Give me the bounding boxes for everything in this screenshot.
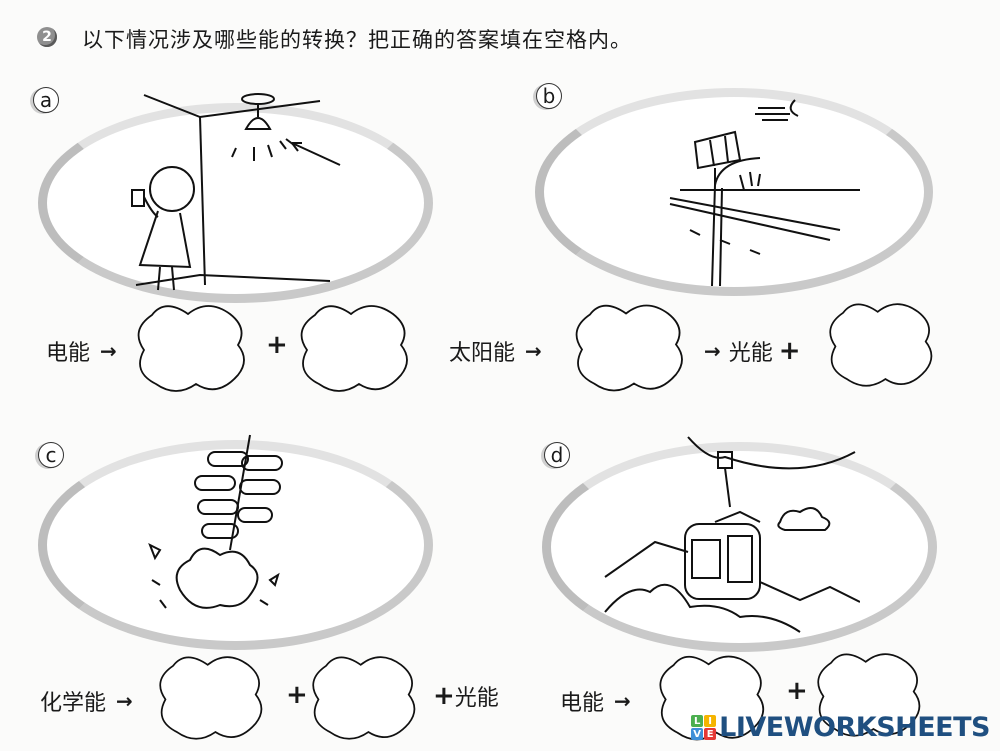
question-number-badge: 2 [37, 27, 57, 47]
brand-name: LIVEWORKSHEETS [719, 712, 990, 743]
panel-a-oval [38, 103, 433, 303]
energy-term-light: 光能 [454, 686, 499, 711]
energy-term-solar: 太阳能 [449, 341, 516, 366]
answer-cloud-b1[interactable] [568, 298, 693, 396]
answer-input-c2[interactable] [326, 677, 408, 719]
answer-cloud-c2[interactable] [305, 648, 425, 746]
answer-input-d1[interactable] [673, 677, 757, 719]
panel-a-formula: 电能 → [46, 335, 117, 367]
energy-term-electrical: 电能 [560, 691, 605, 716]
answer-input-d2[interactable] [831, 674, 913, 716]
panel-d-oval [542, 442, 937, 652]
answer-input-b1[interactable] [590, 327, 675, 369]
tile-i: I [704, 715, 717, 727]
panel-c-formula: 化学能 → [40, 685, 133, 717]
tile-e: E [704, 728, 717, 740]
panel-b-formula-left: 太阳能 → [449, 335, 542, 367]
plus-sign: + [433, 681, 455, 711]
arrow-icon: → [704, 339, 721, 363]
ceiling-lamp-illustration [131, 93, 341, 291]
answer-input-b2[interactable] [843, 324, 925, 366]
cable-car-illustration [604, 436, 860, 633]
arrow-icon: → [116, 689, 133, 713]
plus-sign: + [778, 336, 801, 366]
plus-sign: + [266, 330, 288, 360]
arrow-icon: → [525, 339, 542, 363]
panel-label-d: d [544, 442, 570, 468]
panel-label-c: c [38, 442, 64, 468]
plus-sign: + [286, 680, 308, 710]
answer-cloud-d1[interactable] [652, 648, 774, 746]
liveworksheets-logo: L I V E LIVEWORKSHEETS [691, 712, 990, 743]
energy-term-light: 光能 [728, 341, 773, 366]
energy-term-chemical: 化学能 [40, 691, 107, 716]
arrow-icon: → [614, 689, 631, 713]
panel-label-a: a [33, 87, 59, 113]
answer-cloud-a2[interactable] [293, 300, 418, 395]
firecrackers-illustration [148, 434, 283, 609]
answer-cloud-d2[interactable] [810, 645, 930, 743]
panel-c-oval [38, 440, 433, 650]
plus-sign: + [786, 676, 808, 706]
answer-input-a1[interactable] [152, 328, 237, 369]
live-tiles-icon: L I V E [691, 715, 717, 740]
panel-b-oval [535, 88, 933, 296]
panel-c-formula-tail: + 光能 [433, 680, 499, 712]
arrow-icon: → [100, 339, 117, 363]
panel-label-b: b [536, 83, 562, 109]
panel-d-formula: 电能 → [560, 685, 631, 717]
answer-input-c1[interactable] [173, 677, 255, 719]
answer-input-a2[interactable] [315, 328, 400, 369]
tile-v: V [691, 728, 704, 740]
tile-l: L [691, 715, 704, 727]
energy-term-electrical: 电能 [46, 341, 91, 366]
answer-cloud-a1[interactable] [130, 300, 255, 395]
answer-cloud-b2[interactable] [822, 295, 942, 393]
answer-cloud-c1[interactable] [152, 648, 272, 746]
solar-street-lamp-illustration [669, 99, 860, 287]
question-number: 2 [42, 29, 52, 45]
question-text: 以下情况涉及哪些能的转换？把正确的答案填在空格内。 [82, 28, 632, 52]
panel-b-formula-right: → 光能 + [704, 335, 801, 367]
